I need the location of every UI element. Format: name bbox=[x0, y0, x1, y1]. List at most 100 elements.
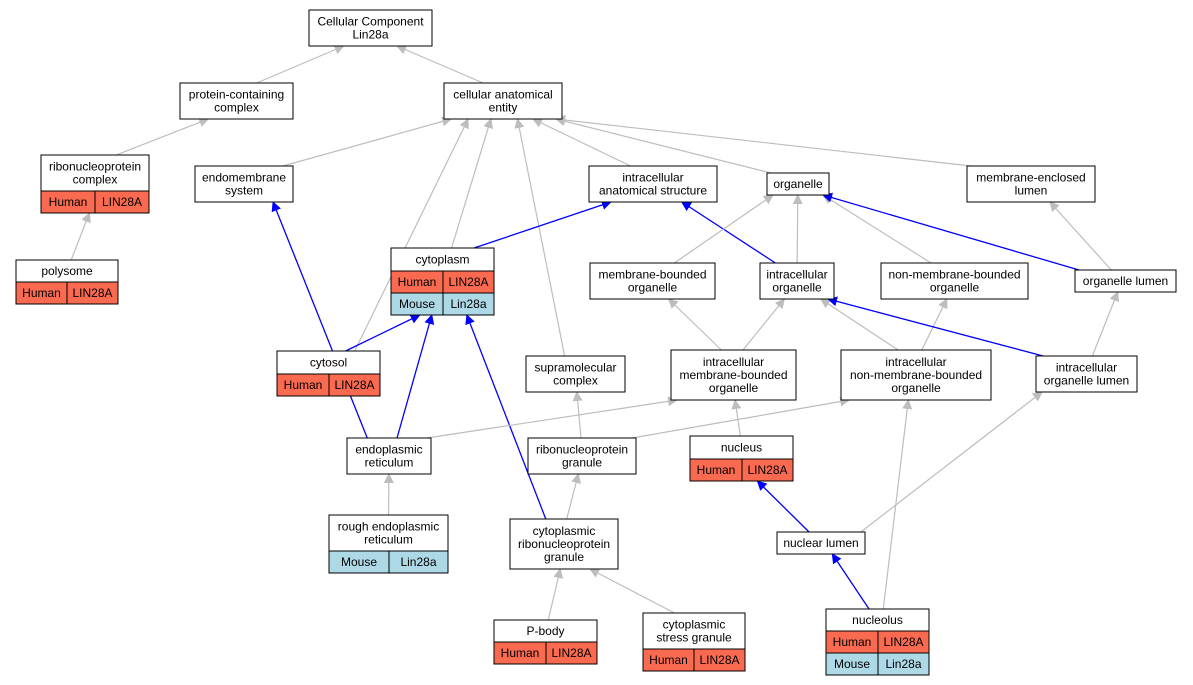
edge-mel-to-cae bbox=[555, 115, 972, 167]
gene-cell bbox=[741, 458, 794, 482]
node-border bbox=[1074, 269, 1177, 293]
gene-label: Lin28a bbox=[400, 555, 436, 569]
edge-nl-to-iol bbox=[860, 391, 1043, 533]
edge-cyto-to-ias bbox=[473, 200, 612, 249]
edge-ol-to-org bbox=[822, 192, 1080, 271]
node-label-line: membrane-enclosed bbox=[976, 171, 1085, 185]
node-label-line: membrane-bounded bbox=[598, 268, 706, 282]
gene-label: LIN28A bbox=[699, 653, 739, 667]
gene-cell bbox=[94, 190, 150, 214]
gene-cell bbox=[442, 292, 495, 316]
node-label-line: ribonucleoprotein bbox=[49, 160, 141, 174]
edge-inmbo-to-io bbox=[819, 298, 899, 351]
edge-io-to-ias bbox=[680, 201, 776, 264]
edge-csg-to-crnpg bbox=[589, 568, 675, 614]
species-label: Human bbox=[697, 463, 736, 477]
species-label: Human bbox=[49, 195, 88, 209]
node-border bbox=[766, 172, 830, 196]
node-label-line: cytoplasmic bbox=[663, 618, 726, 632]
species-label: Human bbox=[649, 653, 688, 667]
node-label-line: supramolecular bbox=[534, 361, 616, 375]
gene-label: Lin28a bbox=[885, 657, 921, 671]
node-label-line: rough endoplasmic bbox=[338, 520, 439, 534]
edge-pcc-to-cc bbox=[256, 44, 345, 84]
node-label-line: polysome bbox=[41, 264, 93, 278]
node-label-line: reticulum bbox=[365, 456, 414, 470]
node-label-line: endomembrane bbox=[202, 171, 286, 185]
node-label-line: entity bbox=[489, 101, 518, 115]
edge-iol-to-io bbox=[827, 296, 1044, 357]
edge-mbo-to-org bbox=[673, 194, 774, 264]
gene-label: LIN28A bbox=[72, 286, 112, 300]
gene-label: LIN28A bbox=[334, 378, 374, 392]
edge-nl-to-nuc bbox=[756, 480, 810, 533]
edge-er-to-endo bbox=[271, 201, 368, 439]
gene-cell bbox=[693, 648, 746, 672]
gene-label: LIN28A bbox=[102, 195, 142, 209]
node-label-line: organelle bbox=[772, 281, 822, 295]
node-label-line: cytoplasm bbox=[415, 253, 469, 267]
edge-inmbo-to-nmbo bbox=[921, 298, 948, 351]
edge-rnpc-to-pcc bbox=[116, 117, 210, 156]
edge-cytosol-to-cae bbox=[354, 118, 469, 352]
gene-cell bbox=[66, 281, 119, 305]
edge-io-to-org bbox=[792, 194, 803, 264]
edge-nucleolus-to-nl bbox=[831, 553, 870, 610]
node-border bbox=[509, 518, 619, 570]
gene-label: LIN28A bbox=[747, 463, 787, 477]
node-label-line: granule bbox=[544, 550, 584, 564]
gene-label: LIN28A bbox=[448, 275, 488, 289]
node-border bbox=[966, 165, 1096, 203]
node-border bbox=[880, 262, 1029, 300]
species-label: Human bbox=[22, 286, 61, 300]
edge-ias-to-cae bbox=[532, 118, 631, 167]
node-org[interactable]: organelle bbox=[766, 172, 830, 196]
node-label-line: non-membrane-bounded bbox=[850, 368, 982, 382]
edge-rnpg-to-inmbo bbox=[631, 396, 851, 439]
species-label: Mouse bbox=[399, 297, 435, 311]
species-label: Mouse bbox=[834, 657, 870, 671]
node-ol[interactable]: organelle lumen bbox=[1074, 269, 1177, 293]
gene-cell bbox=[545, 641, 598, 665]
edge-pbody-to-crnpg bbox=[547, 568, 564, 621]
node-nl[interactable]: nuclear lumen bbox=[776, 531, 866, 555]
edge-cytosol-to-cyto bbox=[345, 314, 421, 352]
node-label-line: Lin28a bbox=[352, 28, 388, 42]
node-inmbo[interactable]: intracellularnon-membrane-boundedorganel… bbox=[840, 349, 992, 401]
node-border bbox=[194, 165, 294, 203]
node-label-line: lumen bbox=[1015, 184, 1048, 198]
node-label-line: nucleolus bbox=[852, 613, 903, 627]
gene-label: LIN28A bbox=[883, 635, 923, 649]
edge-er-to-cyto bbox=[396, 314, 435, 439]
node-label-line: stress granule bbox=[656, 631, 732, 645]
node-label-line: organelle bbox=[709, 381, 759, 395]
edge-imbo-to-mbo bbox=[667, 298, 722, 351]
